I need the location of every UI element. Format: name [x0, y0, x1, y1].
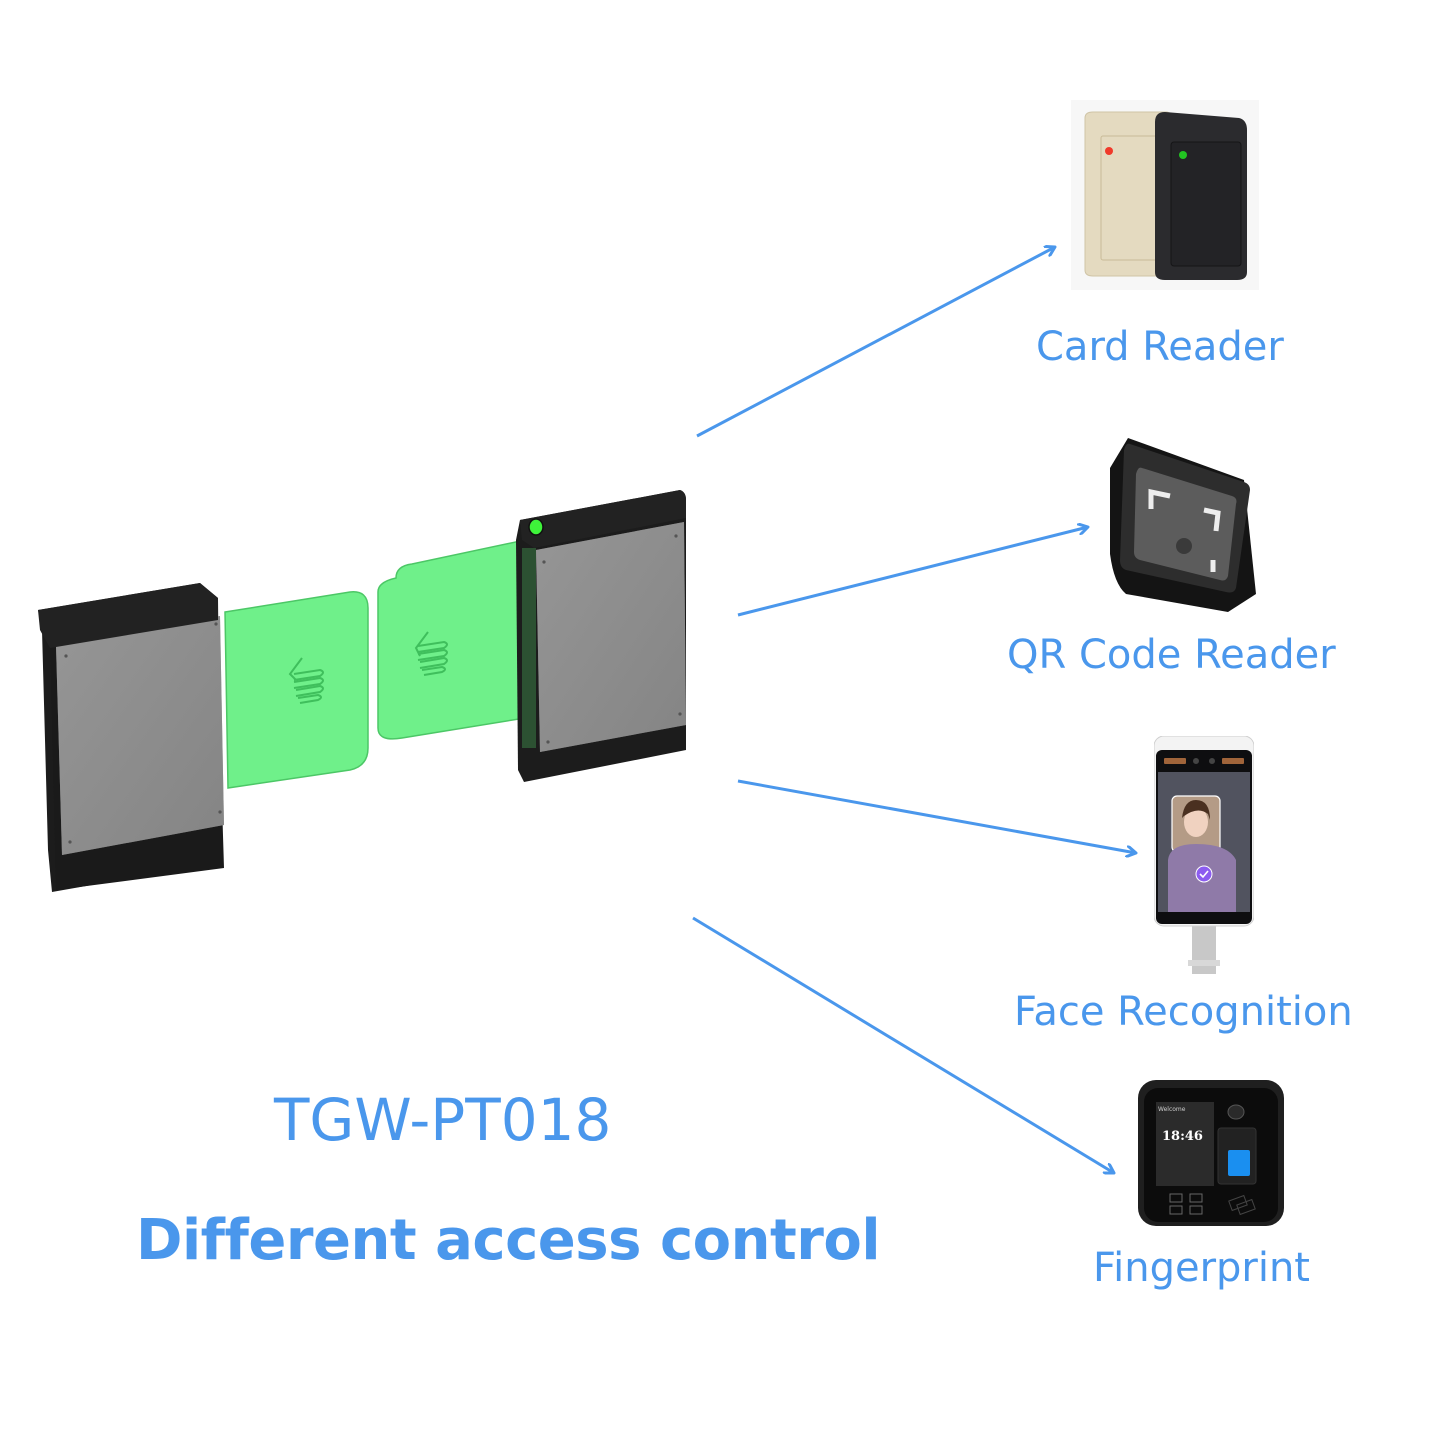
left-gate-cabinet [38, 583, 224, 892]
arrow-to-face-recognition [737, 779, 1136, 853]
arrow-to-card-reader [696, 247, 1055, 438]
face-recognition-label: Face Recognition [1014, 989, 1353, 1035]
fingerprint-screen-greeting: Welcome [1158, 1106, 1186, 1113]
keypad-buttons [1169, 1193, 1203, 1215]
red-led [1105, 147, 1113, 155]
fingerprint-label: Fingerprint [1093, 1245, 1310, 1291]
hand-wave-emboss-icon [414, 631, 448, 676]
qr-code-reader-icon [1110, 438, 1256, 612]
green-led [1179, 151, 1187, 159]
fingerprint-screen-time: 18:46 [1162, 1129, 1203, 1144]
product-model-label: TGW-PT018 [274, 1086, 612, 1154]
right-gate-cabinet [516, 490, 686, 782]
status-indicator-light [528, 518, 544, 536]
fingerprint-terminal-icon: Welcome 18:46 [1138, 1080, 1284, 1226]
product-tagline: Different access control [136, 1208, 881, 1273]
turnstile-gate-illustration [38, 490, 686, 892]
scan-frame-corners [1148, 488, 1221, 572]
card-reader-label: Card Reader [1036, 324, 1284, 370]
arrow-to-qr-code-reader [737, 527, 1088, 617]
fingerprint-sensor [1228, 1150, 1250, 1176]
left-glass-wing [224, 591, 369, 789]
arrow-to-fingerprint [692, 916, 1114, 1173]
qr-code-reader-label: QR Code Reader [1007, 632, 1336, 678]
right-glass-wing [377, 539, 526, 740]
face-recognition-terminal-icon [1154, 736, 1254, 974]
rfid-card-symbol [1228, 1194, 1256, 1216]
hand-wave-emboss-icon [288, 657, 324, 704]
card-reader-icon [1071, 100, 1259, 290]
verified-check-icon [1195, 865, 1213, 883]
